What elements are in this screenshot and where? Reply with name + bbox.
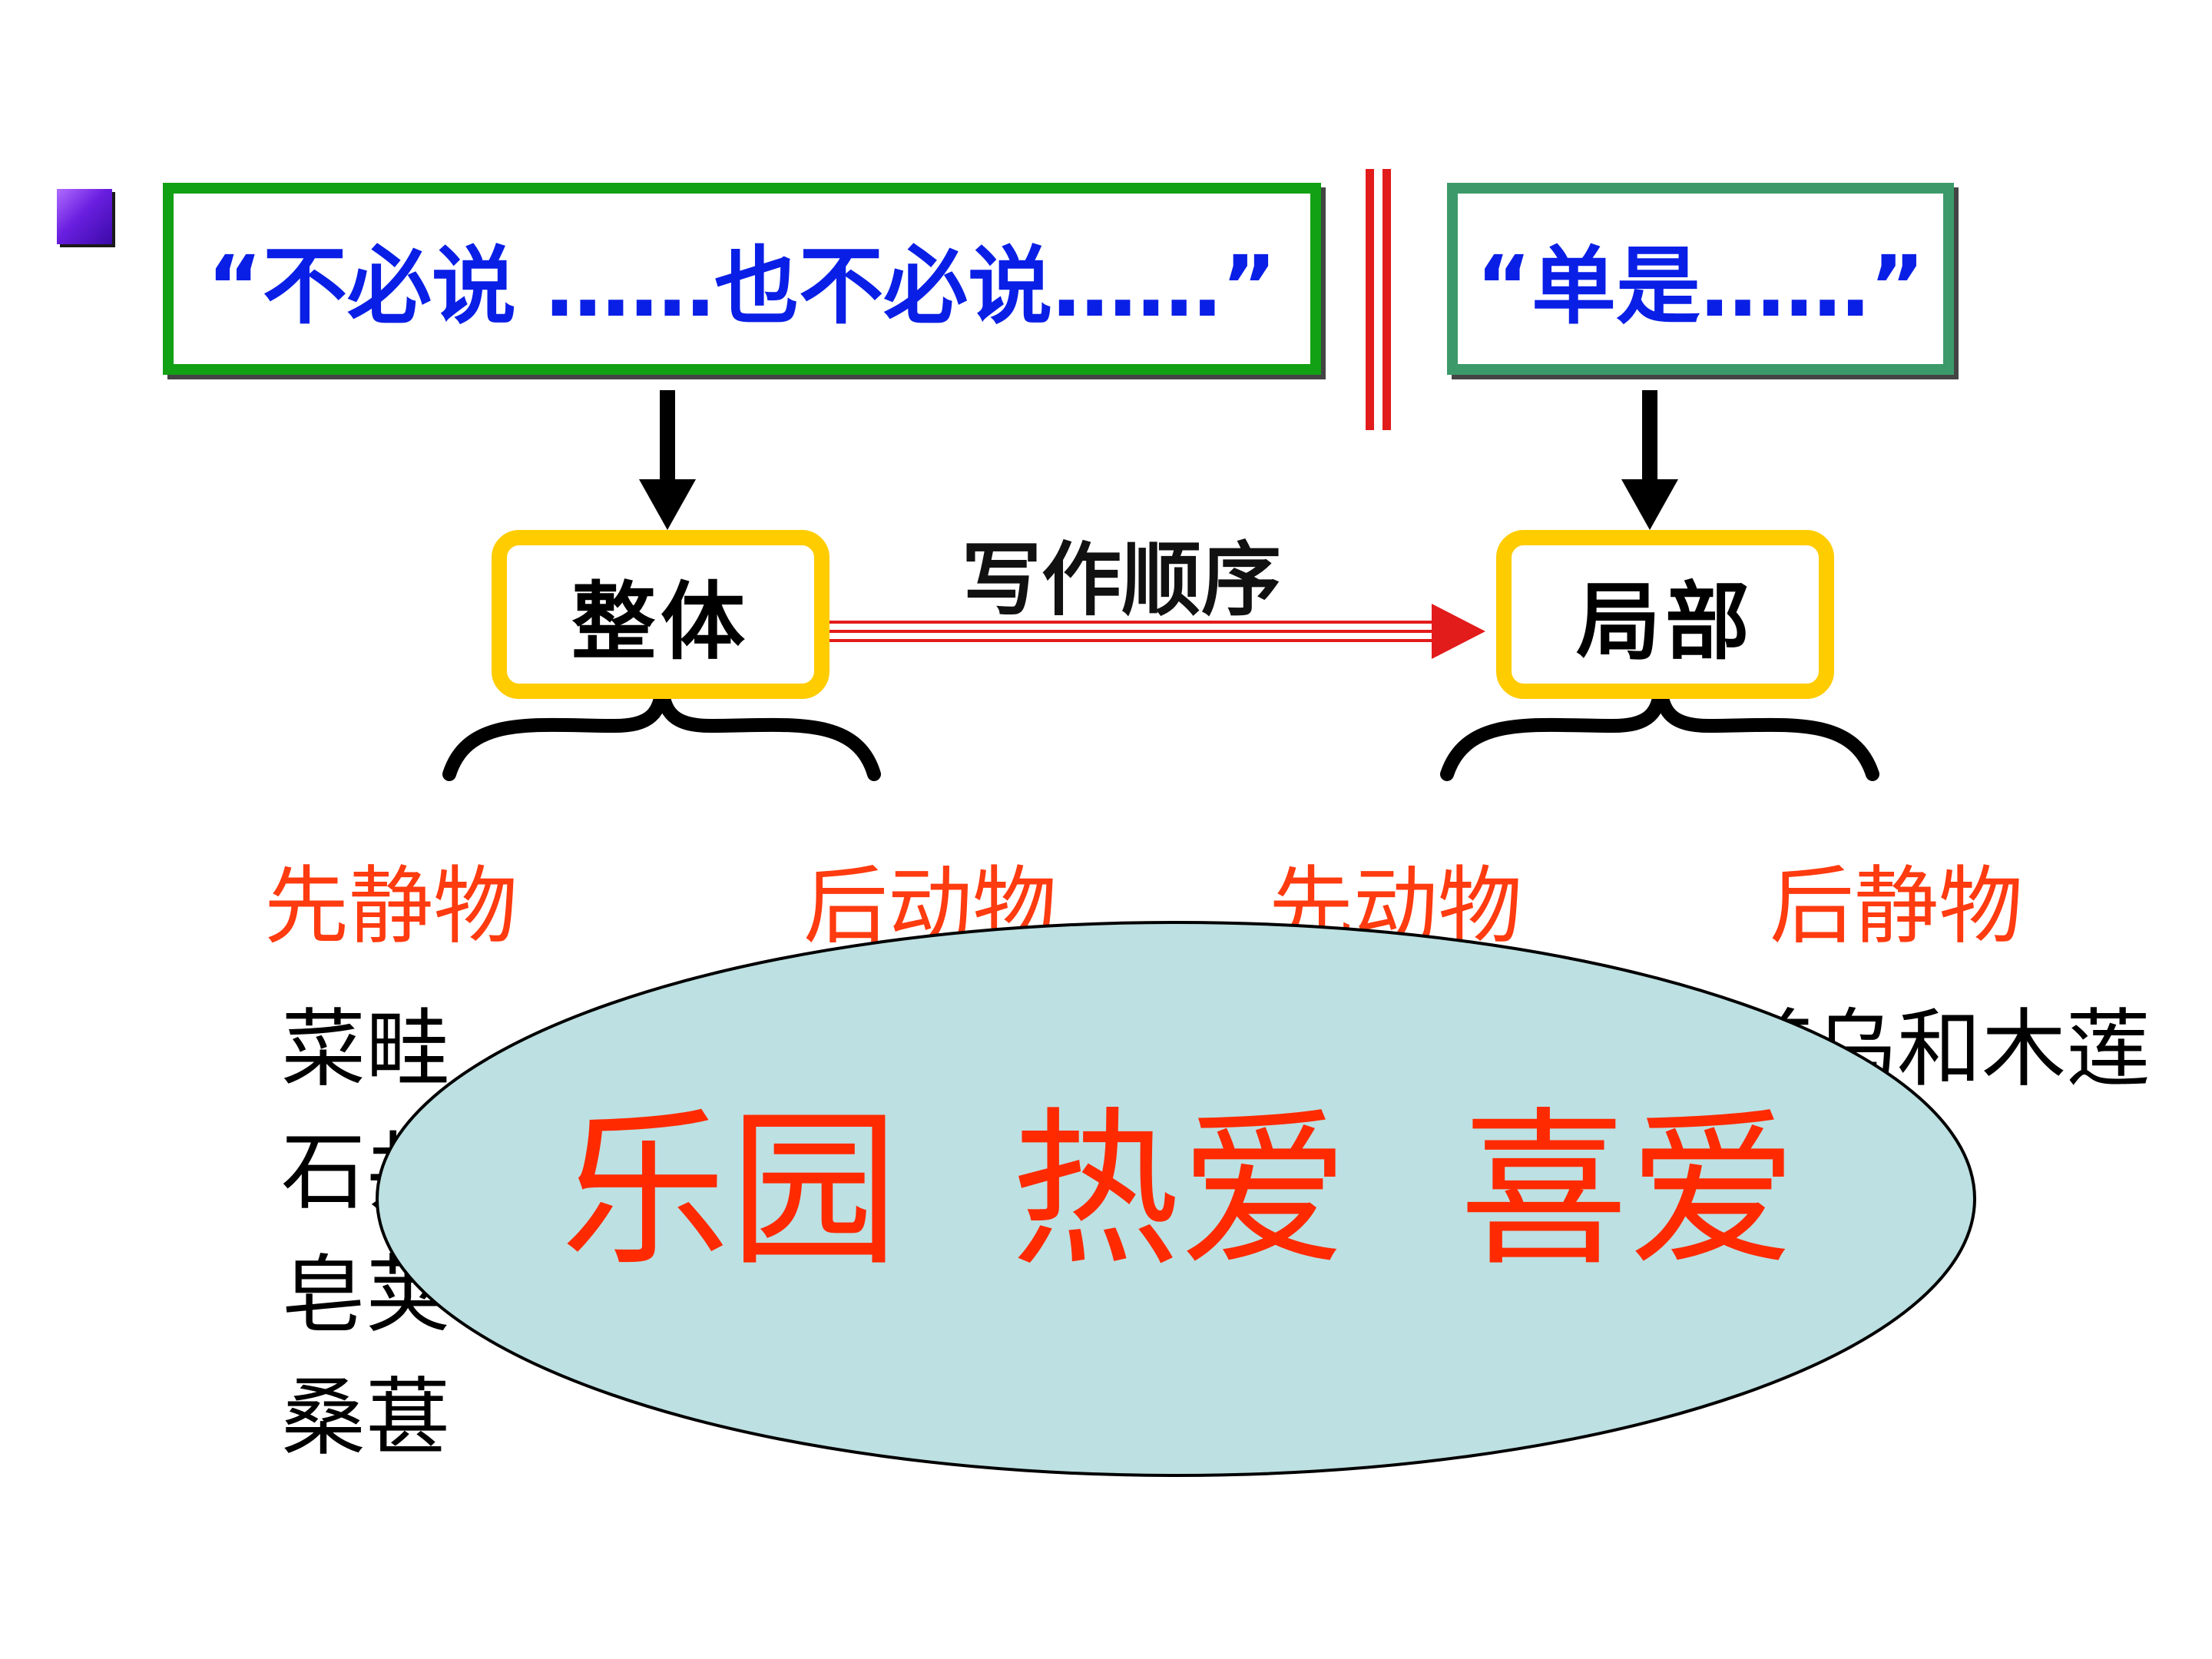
ellipse-word-3: 喜爱 [1459, 1092, 1798, 1289]
separator-line-1 [1366, 169, 1374, 430]
ellipse-word-1: 乐园 [561, 1092, 899, 1289]
item-left-1: 菜畦 [281, 1000, 450, 1098]
phrase-right-text: “单是……” [1475, 237, 1926, 336]
separator-line-2 [1382, 169, 1391, 430]
key-box-part: 局部 [1496, 530, 1834, 699]
order-label: 写作顺序 [961, 533, 1281, 627]
category-part-second: 后静物 [1770, 857, 2023, 955]
order-arrow [817, 604, 1485, 659]
key-whole-text: 整体 [571, 573, 750, 671]
ellipse-word-2: 热爱 [1011, 1092, 1349, 1289]
phrase-box-left: “不必说 ……也不必说……” [163, 183, 1321, 375]
down-arrow-left [639, 390, 696, 530]
down-arrow-right [1621, 390, 1678, 530]
category-whole-first: 先静物 [264, 857, 518, 955]
phrase-left-text: “不必说 ……也不必说……” [207, 237, 1277, 336]
summary-ellipse [376, 921, 1976, 1477]
bullet-square-icon [57, 189, 112, 244]
key-part-text: 局部 [1576, 573, 1754, 671]
key-box-whole: 整体 [492, 530, 830, 699]
item-left-4: 桑葚 [281, 1369, 450, 1467]
phrase-box-right: “单是……” [1447, 183, 1954, 375]
